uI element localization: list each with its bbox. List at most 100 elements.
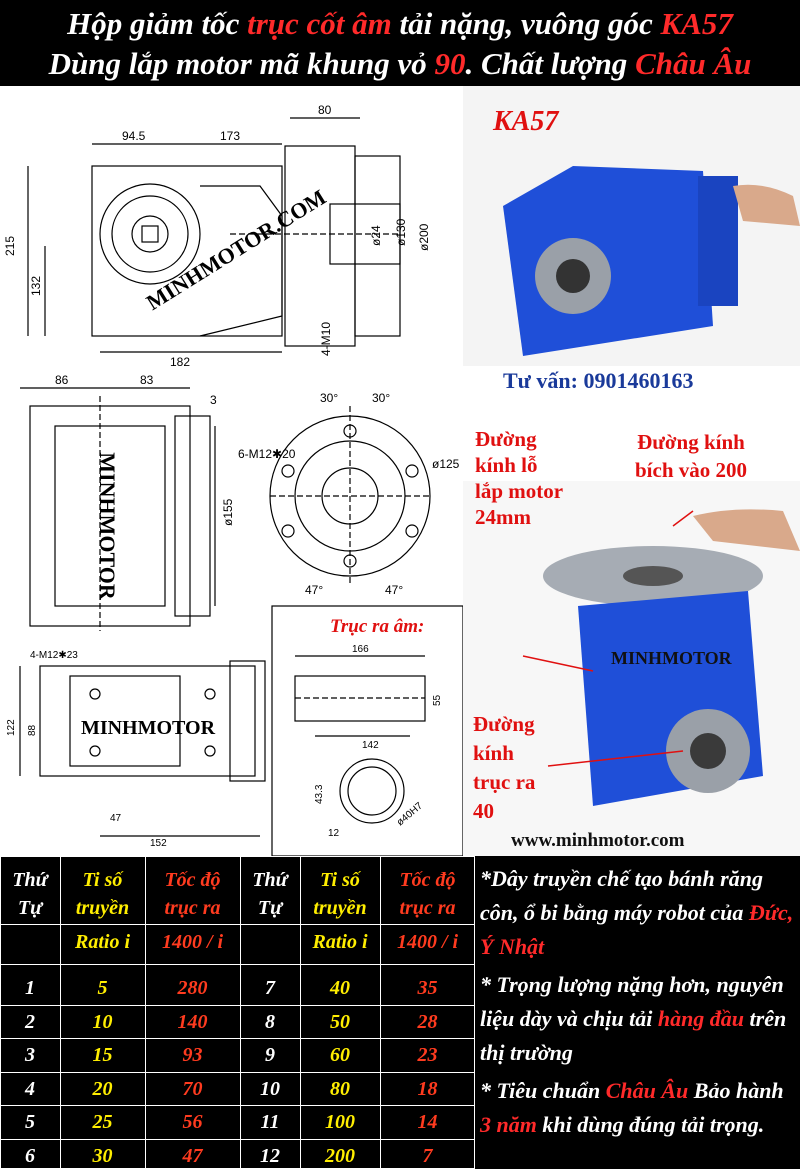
table-grid-line: [0, 856, 475, 857]
table-cell: 100: [325, 1111, 355, 1134]
table-cell: 60: [330, 1044, 350, 1067]
technical-drawings: MINHMOTOR.COM MINHMOTOR MINHMOTOR 94.5 1…: [0, 86, 463, 856]
dim-label: 47°: [385, 583, 403, 597]
drawing-canvas: MINHMOTOR.COM MINHMOTOR MINHMOTOR 94.5 1…: [3, 103, 463, 856]
note-text: *Dây truyền chế tạo bánh răng côn, ổ bi …: [480, 866, 763, 925]
dim-label: 132: [29, 276, 43, 296]
table-cell: 6: [25, 1145, 35, 1167]
title-line-2: Dùng lắp motor mã khung vỏ 90. Chất lượn…: [0, 44, 800, 84]
title-text: tải nặng, vuông góc: [391, 6, 661, 41]
table-grid-line: [60, 856, 61, 1169]
note-highlight: Châu Âu: [605, 1078, 689, 1103]
table-cell: 56: [182, 1111, 203, 1134]
table-cell: 11: [260, 1111, 280, 1134]
th-order: Thứ Tự: [0, 866, 60, 922]
th-text: Tốc độ: [399, 869, 456, 891]
watermark: MINHMOTOR.COM: [142, 184, 331, 315]
shaft-title: Trục ra âm:: [330, 616, 425, 637]
table-cell: 5: [25, 1111, 35, 1134]
title-highlight: trục cốt âm: [247, 6, 392, 41]
th-text: Thứ: [252, 869, 288, 891]
dim-label: 30°: [320, 391, 338, 405]
table-cell: 30: [92, 1145, 113, 1167]
dim-label: ø24: [369, 225, 383, 246]
hand-photo: [733, 184, 800, 226]
shaft-bore: [339, 758, 405, 824]
table-cell: 28: [417, 1010, 438, 1033]
note-text: * Tiêu chuẩn: [480, 1078, 606, 1103]
hand-photo-2: [693, 509, 800, 551]
table-cell: 200: [325, 1145, 355, 1167]
th-ratio: Ti số truyền: [60, 866, 145, 922]
title-text: Dùng lắp motor mã khung vỏ: [48, 46, 435, 81]
dim-label: 47: [110, 813, 122, 824]
table-grid-line: [145, 856, 146, 1169]
dim-label: 80: [318, 103, 332, 117]
table-grid-line: [0, 964, 475, 965]
label-flange-diameter: Đường kính bích vào 200: [634, 430, 747, 482]
side-view-outline: [29, 405, 191, 627]
dim-label: ø155: [221, 498, 235, 526]
table-cell: 40: [330, 977, 350, 999]
table-cell: 15: [92, 1044, 113, 1067]
dim-label: 43.3: [314, 784, 325, 804]
dim-label: 12: [328, 828, 340, 839]
shaft-panel: [271, 605, 463, 856]
note-highlight: hàng đầu: [657, 1006, 745, 1031]
table-cell: 9: [265, 1044, 275, 1067]
dim-label: 182: [170, 355, 190, 369]
brand-label: MINHMOTOR: [611, 648, 732, 668]
note-quality: * Trọng lượng nặng hơn, nguyên liệu dày …: [480, 968, 798, 1070]
th-text: Tự: [257, 897, 283, 919]
table-grid-line: [0, 1071, 475, 1073]
th-text: trục ra: [164, 897, 221, 919]
table-grid-line: [0, 856, 1, 1169]
note-production: *Dây truyền chế tạo bánh răng côn, ổ bi …: [480, 862, 798, 964]
th-text: Tốc độ: [164, 869, 221, 891]
ratio-table: Thứ Tự Ti số truyền Tốc độ trục ra Thứ T…: [0, 856, 475, 1169]
label-motor-hole: Đường kính lỗ lắp motor 24mm: [475, 427, 563, 529]
note-text: Bảo hành: [688, 1078, 784, 1103]
table-cell: 5: [97, 977, 108, 999]
note-highlight: Đức, Ý Nhật: [480, 900, 794, 959]
th-order-2: Thứ Tự: [240, 866, 300, 922]
table-cell: 280: [177, 977, 208, 999]
table-cell: 35: [417, 977, 438, 999]
th-ratio-2: Ti số truyền: [300, 866, 380, 922]
bottom-view-outline: [39, 665, 256, 777]
model-label: KA57: [493, 106, 559, 137]
dim-label: 30°: [372, 391, 390, 405]
dim-label: 142: [362, 740, 379, 751]
dim-label: 3: [210, 393, 217, 407]
dim-label: 86: [55, 373, 69, 387]
note-text: khi dùng đúng tải trọng.: [536, 1112, 765, 1137]
table-grid-line: [0, 924, 475, 925]
table-cell: 7: [265, 977, 275, 999]
table-cell: 140: [177, 1010, 208, 1033]
label-output-shaft: Đường kính trục ra 40: [473, 712, 536, 823]
note-highlight: 3 năm: [480, 1112, 537, 1137]
th-speed: Tốc độ trục ra: [145, 866, 240, 922]
table-cell: 23: [417, 1044, 438, 1067]
website: www.minhmotor.com: [511, 830, 685, 851]
table-cell: 10: [260, 1077, 280, 1100]
table-grid-line: [474, 856, 475, 1169]
table-cell: 14: [417, 1111, 438, 1134]
table-cell: 3: [25, 1044, 35, 1067]
dim-label: ø130: [394, 218, 408, 246]
table-grid-line: [240, 856, 241, 1169]
dim-label: 215: [3, 236, 17, 256]
th-text: trục ra: [399, 897, 456, 919]
th-text: truyền: [75, 897, 130, 919]
brand-watermark-vertical: MINHMOTOR: [95, 452, 120, 601]
dim-label: 4-M10: [319, 322, 333, 356]
table-grid-line: [0, 1105, 475, 1107]
th-text: Ti số: [82, 869, 123, 891]
brand-watermark: MINHMOTOR: [81, 717, 216, 739]
title-frame: 90: [434, 46, 466, 81]
table-cell: 7: [422, 1145, 433, 1167]
dim-label: 55: [432, 694, 443, 706]
title-text: Hộp giảm tốc: [67, 6, 248, 41]
table-cell: 20: [92, 1077, 113, 1100]
table-grid-line: [0, 1038, 475, 1040]
